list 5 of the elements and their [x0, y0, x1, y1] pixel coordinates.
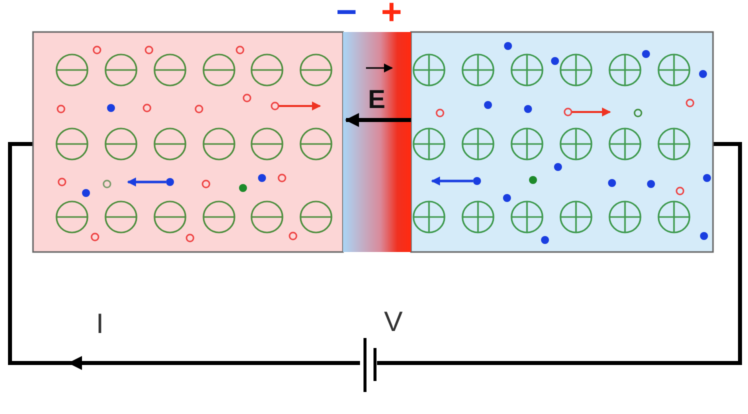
plus-sign: +: [381, 0, 402, 30]
voltage-label: V: [384, 308, 403, 336]
current-label: I: [96, 310, 104, 338]
minus-sign: −: [336, 0, 358, 30]
field-label: E: [368, 86, 386, 112]
